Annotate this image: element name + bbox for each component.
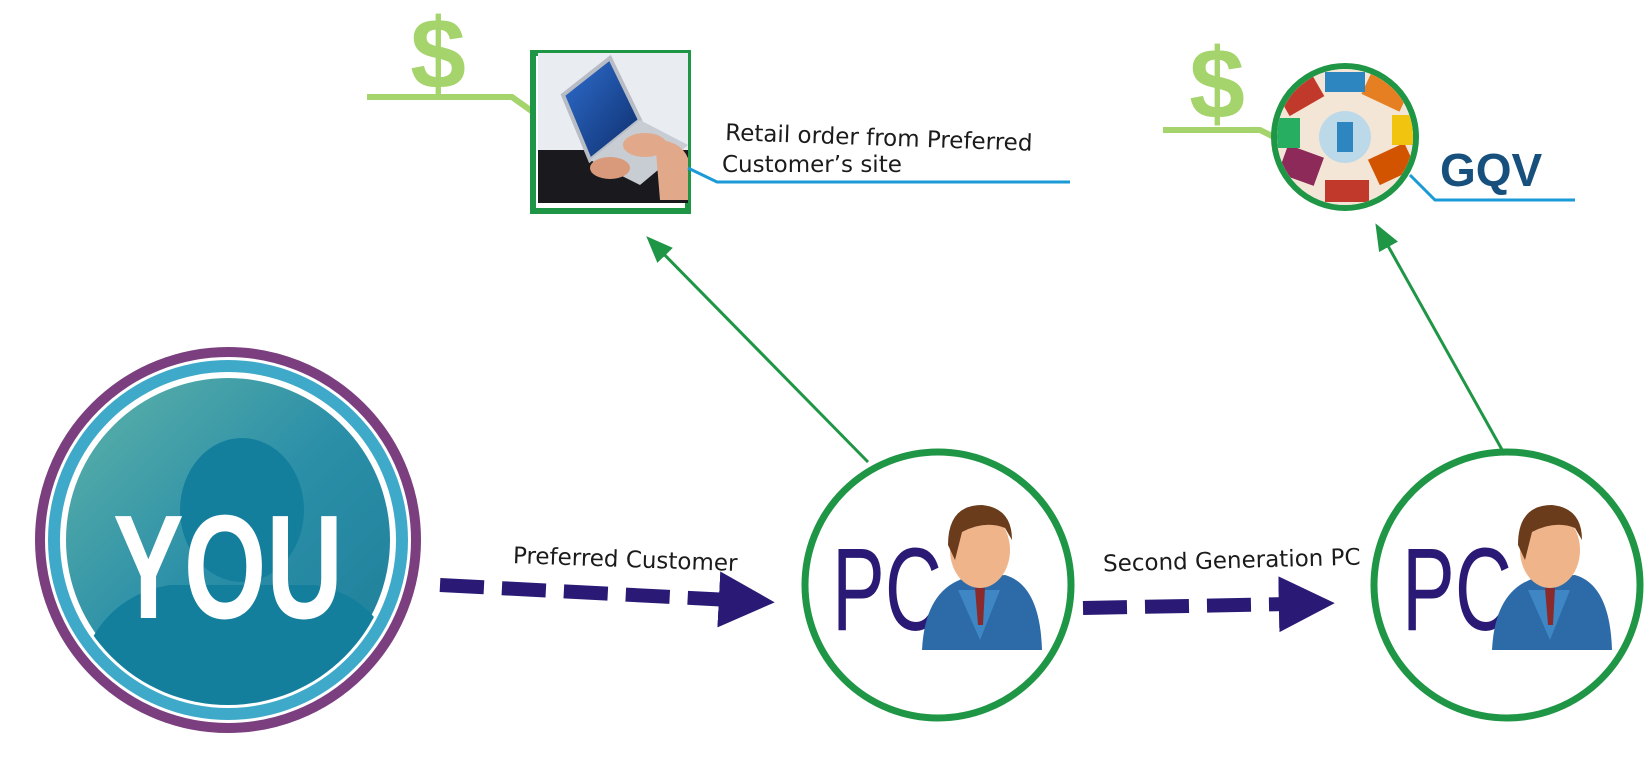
pc-node-1: PC bbox=[801, 448, 1075, 722]
second-generation-arrow: Second Generation PC bbox=[1082, 545, 1361, 633]
avatar-icon bbox=[1492, 505, 1612, 650]
preferred-customer-arrow: Preferred Customer bbox=[439, 543, 775, 628]
dollar-sign-2: $ bbox=[1189, 28, 1245, 140]
preferred-customer-label: Preferred Customer bbox=[513, 543, 739, 577]
retail-order-group: $ Retail order from Preferred Customer’s… bbox=[367, 0, 1070, 214]
products-image bbox=[1271, 63, 1419, 211]
pc-node-2: PC bbox=[1370, 448, 1644, 722]
second-generation-label: Second Generation PC bbox=[1103, 545, 1361, 578]
gqv-label: GQV bbox=[1440, 144, 1543, 196]
pc2-to-gqv-arrow bbox=[1375, 223, 1507, 456]
pc1-to-retail-arrow bbox=[646, 236, 870, 464]
laptop-image bbox=[530, 50, 691, 214]
dollar-sign-1: $ bbox=[410, 0, 466, 110]
avatar-icon bbox=[922, 505, 1042, 650]
retail-order-line-2: Customer’s site bbox=[722, 152, 902, 178]
you-label: YOU bbox=[113, 485, 343, 650]
you-node: YOU bbox=[35, 347, 421, 733]
gqv-group: $ GQV bbox=[1163, 28, 1575, 211]
